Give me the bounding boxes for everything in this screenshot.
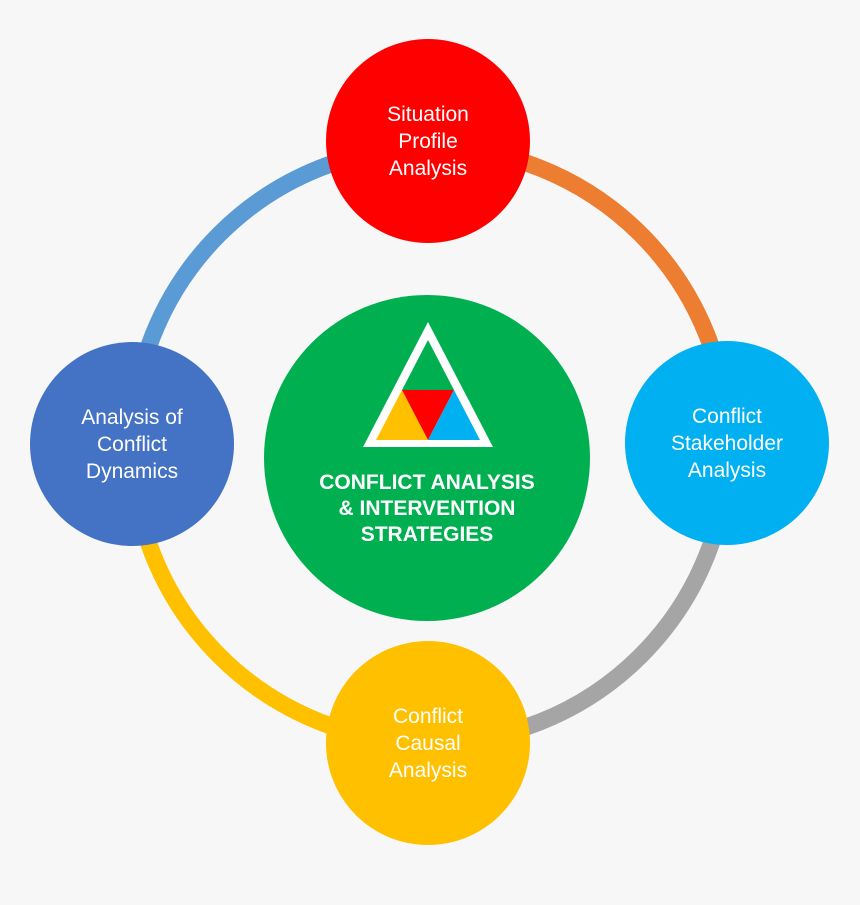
center-title-line: & INTERVENTION [339,497,516,520]
triangle-middle-segment [402,390,454,440]
node-circle [326,641,530,845]
triangle-logo-icon [363,322,493,447]
node-label-line: Analysis [688,459,766,482]
node-circle [625,341,829,545]
center-circle [264,295,590,621]
center-circle-group: CONFLICT ANALYSIS & INTERVENTION STRATEGIE… [264,295,590,621]
node-label-line: Conflict [393,705,463,728]
node-circle [30,342,234,546]
node-label-line: Analysis [389,157,467,180]
node-label-line: Causal [395,732,460,755]
center-title: CONFLICT ANALYSIS & INTERVENTION STRATEGIE… [319,471,534,546]
triangle-left-segment [376,390,428,440]
node-label-line: Dynamics [86,460,178,483]
node-label-line: Analysis [389,759,467,782]
center-title-line: CONFLICT ANALYSIS [319,471,534,494]
node-label-line: Conflict [97,433,167,456]
triangle-right-segment [428,390,480,440]
node-label-line: Analysis of [81,406,183,429]
node-label-line: Profile [398,130,458,153]
node-label-line: Situation [387,103,469,126]
triangle-top-segment [402,340,454,390]
center-title-line: STRATEGIES [361,523,494,546]
node-label-line: Stakeholder [671,432,783,455]
node-circle [326,39,530,243]
node-label-line: Conflict [692,405,762,428]
